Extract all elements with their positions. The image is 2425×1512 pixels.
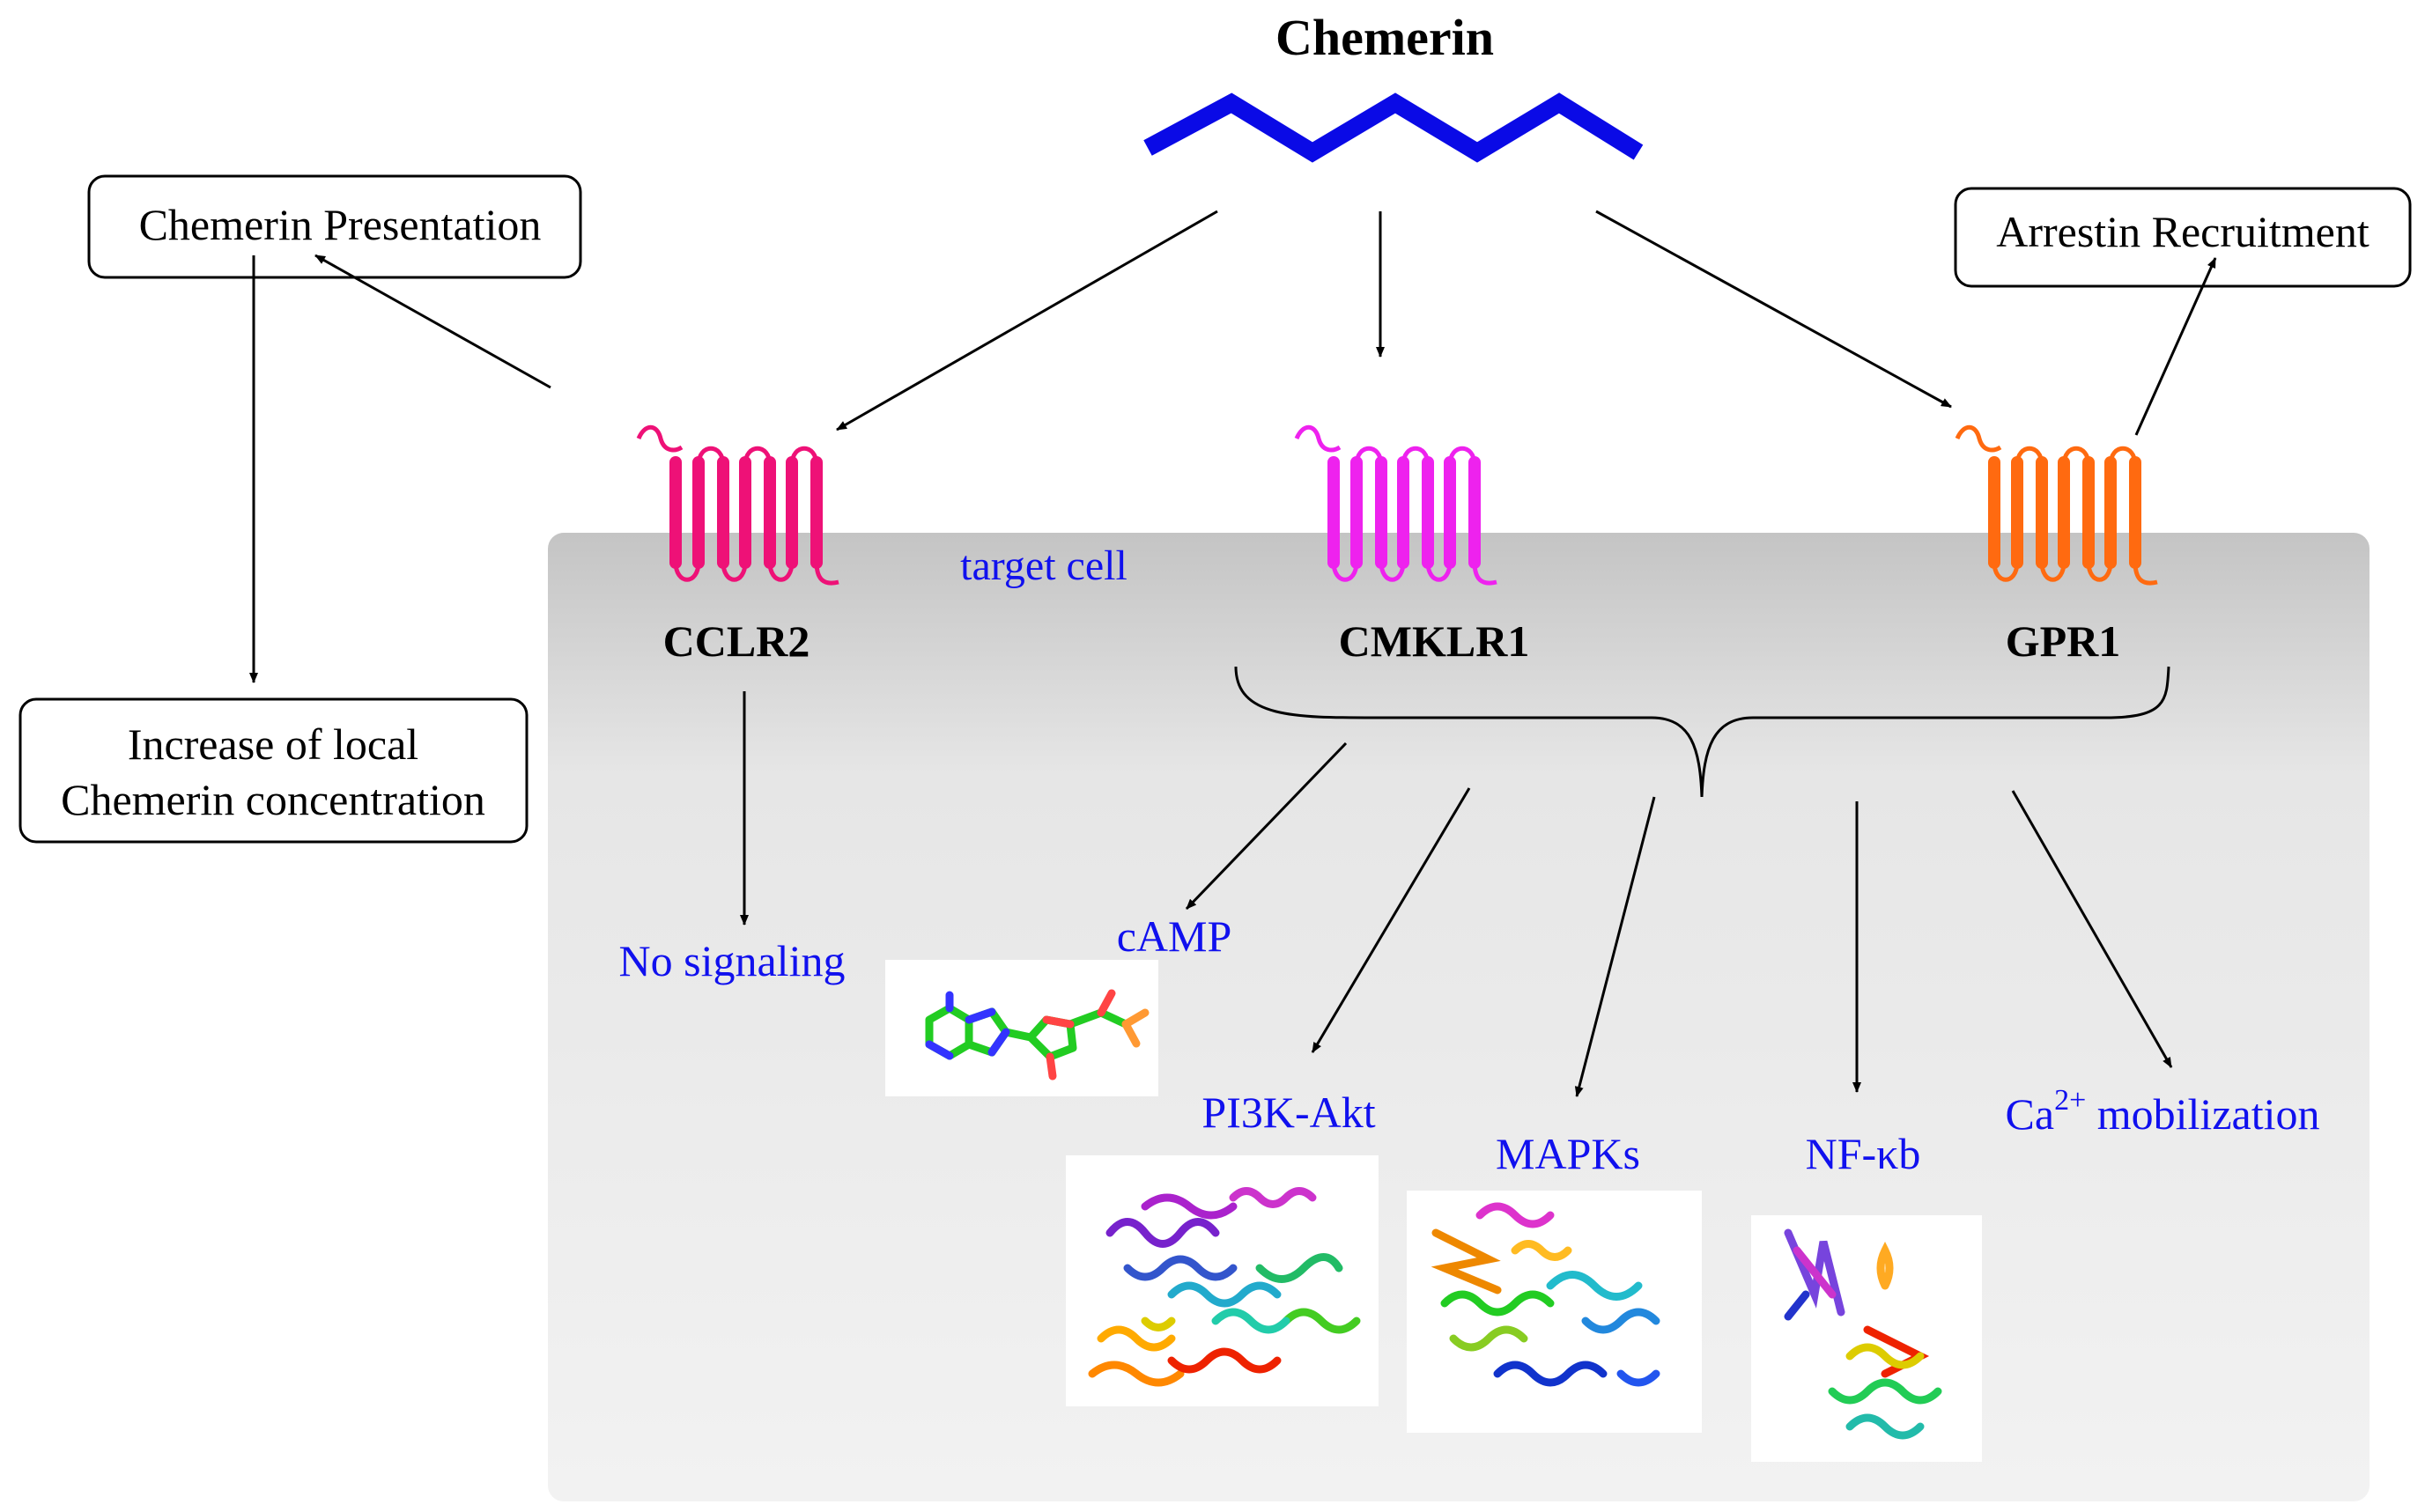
arrestin-recruitment-box: Arrestin Recruitment — [1954, 187, 2412, 288]
camp-label: cAMP — [1117, 911, 1232, 961]
arrow-to-camp — [1185, 741, 1348, 911]
arrow-to-mapks — [1574, 796, 1656, 1097]
cmklr1-label: CMKLR1 — [1339, 616, 1530, 666]
chemerin-presentation-label: Chemerin Presentation — [139, 200, 542, 249]
mapks-label: MAPKs — [1496, 1129, 1640, 1178]
chemerin-presentation-box: Chemerin Presentation — [87, 174, 582, 279]
pi3k-akt-protein-ribbon — [1066, 1155, 1379, 1406]
arrow-to-pi3k-akt — [1311, 787, 1471, 1053]
arrow-gpr1-to-arrestin — [2134, 257, 2217, 436]
receptor-grouping-brace — [1234, 666, 2170, 798]
nfkb-protein-ribbon — [1751, 1215, 1982, 1462]
mapk-protein-ribbon — [1407, 1191, 1702, 1433]
camp-molecule-structure — [885, 960, 1158, 1096]
cclr2-label: CCLR2 — [663, 616, 810, 666]
nfkb-label: NF-κb — [1806, 1129, 1921, 1178]
pi3k-akt-label: PI3K-Akt — [1201, 1088, 1375, 1137]
arrow-chemerin-to-gpr1 — [1595, 210, 1952, 409]
arrow-to-ca-mobilization — [2011, 790, 2173, 1068]
increase-label-line1: Increase of local — [128, 719, 418, 769]
ca-mobilization-label: Ca2+ mobilization — [2006, 1084, 2320, 1139]
arrow-chemerin-to-cclr2 — [836, 210, 1218, 431]
increase-local-concentration-box: Increase of local Chemerin concentration — [18, 697, 529, 844]
chemerin-title: Chemerin — [1275, 9, 1494, 66]
target-cell-label: target cell — [960, 542, 1127, 589]
chemerin-chain-icon — [1143, 92, 1644, 163]
arrow-cclr2-to-presentation — [314, 254, 551, 389]
increase-label-line2: Chemerin concentration — [61, 775, 485, 824]
gpr1-label: GPR1 — [2006, 616, 2121, 666]
arrestin-recruitment-label: Arrestin Recruitment — [1996, 207, 2370, 256]
no-signaling-label: No signaling — [619, 936, 846, 985]
